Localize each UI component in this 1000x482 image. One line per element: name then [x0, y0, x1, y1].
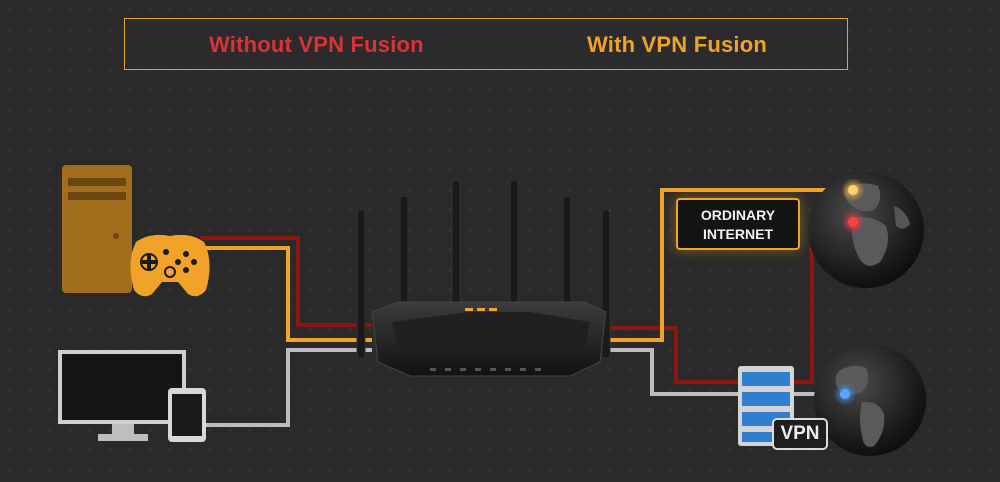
ordinary-internet-label: ORDINARY INTERNET [676, 198, 800, 250]
globe-icon [814, 344, 926, 456]
legend-box: Without VPN Fusion With VPN Fusion [124, 18, 848, 70]
legend-without-vpn: Without VPN Fusion [209, 32, 424, 57]
monitor-icon [58, 350, 186, 441]
router-icon [356, 179, 611, 377]
legend-with-vpn: With VPN Fusion [587, 32, 768, 57]
ordinary-internet-line1: ORDINARY [700, 207, 776, 223]
red-path-left [200, 236, 372, 327]
vpn-badge: VPN [772, 418, 828, 450]
desktop-tower-icon [62, 165, 132, 293]
gray-path-right [598, 348, 845, 396]
gray-path-left [205, 348, 372, 427]
ordinary-internet-line2: INTERNET [703, 226, 773, 242]
orange-path-left [200, 246, 372, 342]
tablet-icon [168, 388, 206, 442]
globe-icon [808, 172, 924, 288]
orange-path-right [598, 188, 852, 342]
gamepad-icon [130, 234, 210, 297]
